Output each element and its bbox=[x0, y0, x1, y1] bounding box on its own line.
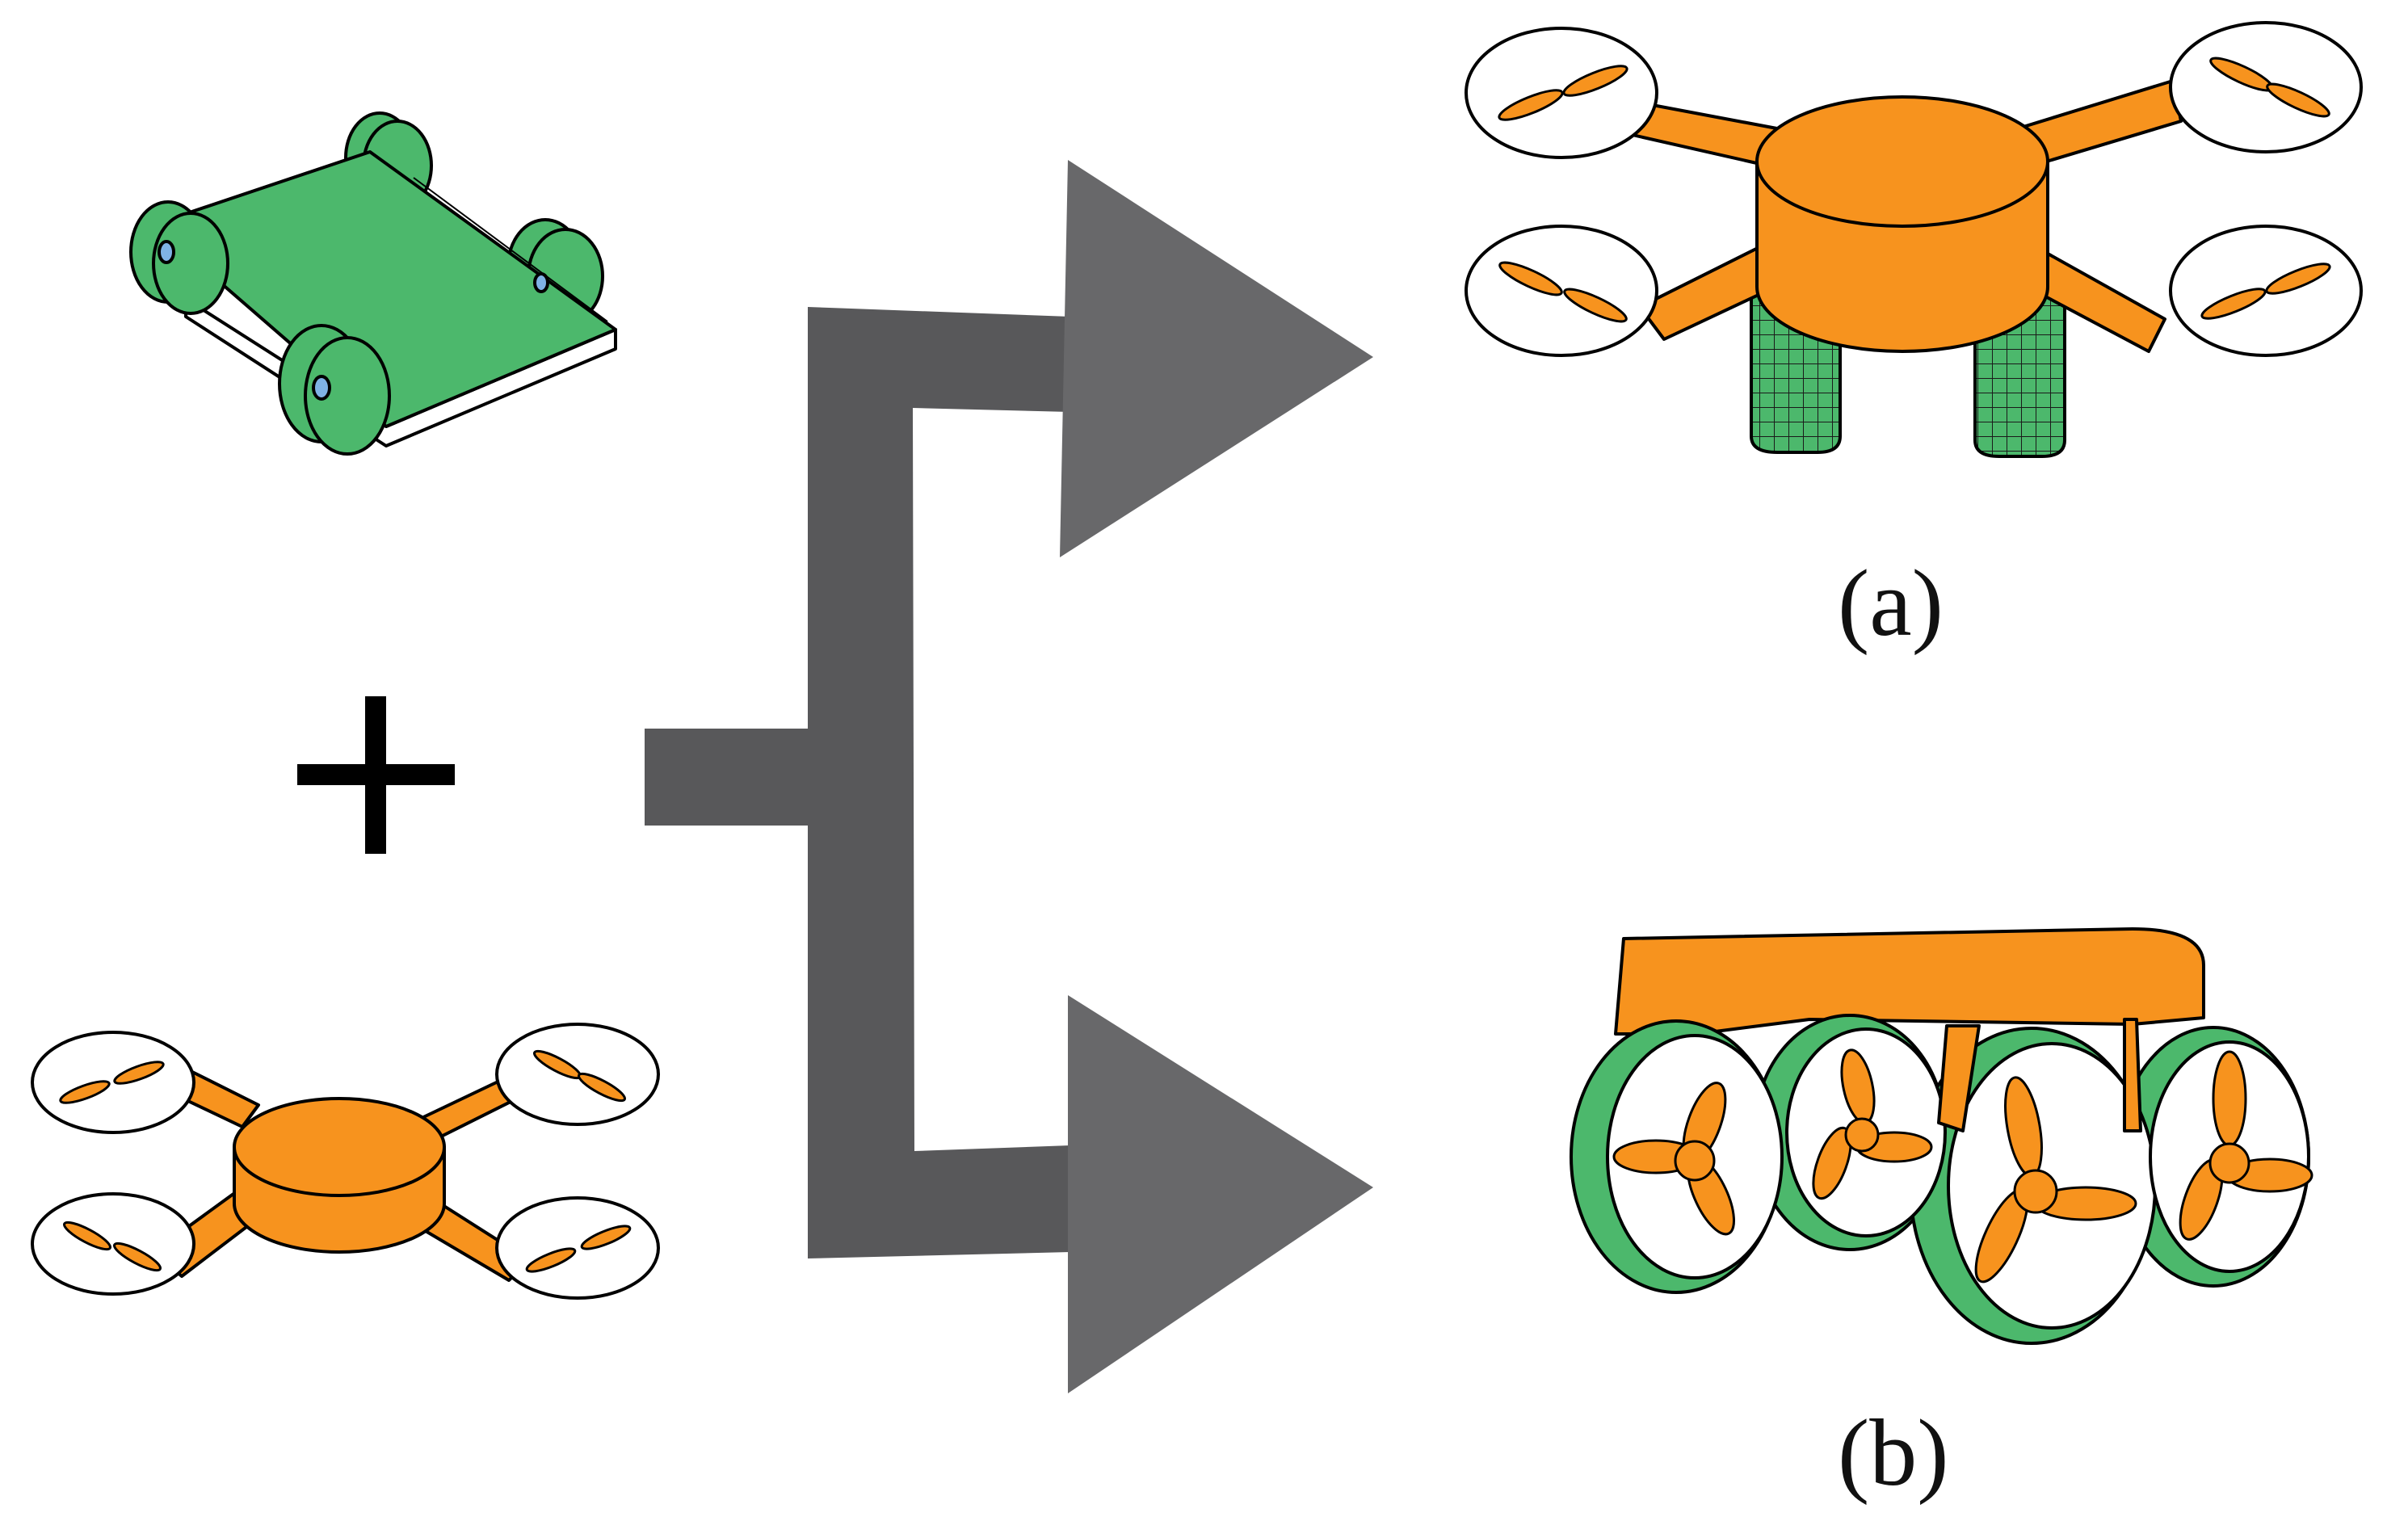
quadcopter-drone-icon bbox=[31, 1023, 660, 1300]
caption-b: (b) bbox=[1838, 1400, 1949, 1506]
drone-with-propeller-wheels-icon bbox=[1570, 927, 2313, 1345]
plus-sign-vertical bbox=[365, 696, 386, 854]
ground-robot-icon bbox=[129, 111, 617, 456]
branch-arrow-icon bbox=[645, 160, 1373, 1393]
caption-a: (a) bbox=[1838, 550, 1944, 656]
drone-with-wheels-icon bbox=[1465, 21, 2363, 458]
